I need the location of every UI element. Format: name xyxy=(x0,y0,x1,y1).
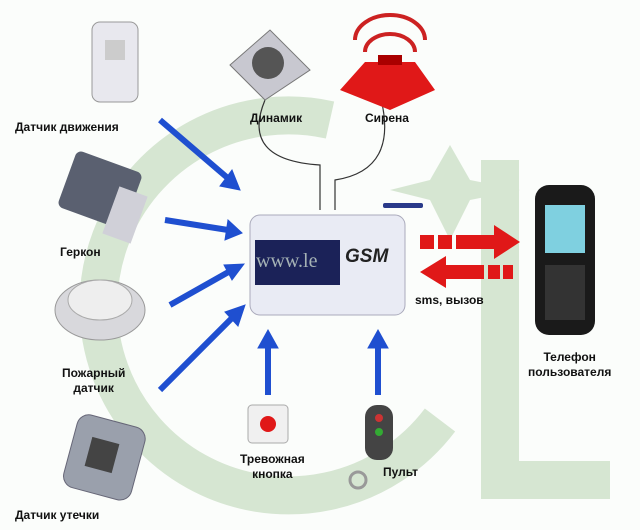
label-remote: Пульт xyxy=(383,465,418,479)
label-reed-switch: Геркон xyxy=(60,245,101,259)
watermark-text: www.le xyxy=(256,250,318,272)
motion-sensor-icon xyxy=(91,21,139,103)
label-panic-button: Тревожная кнопка xyxy=(240,452,305,482)
label-phone-line1: Телефон xyxy=(543,350,596,364)
label-fire-sensor-line1: Пожарный xyxy=(62,366,126,380)
fire-sensor-icon xyxy=(54,279,146,341)
gsm-hub-icon xyxy=(249,203,423,316)
label-sms-call: sms, вызов xyxy=(415,293,484,307)
label-leak-sensor: Датчик утечки xyxy=(15,508,100,522)
red-arrows xyxy=(420,225,520,288)
siren-icon xyxy=(340,13,435,110)
label-siren: Сирена xyxy=(365,111,409,125)
blue-arrows xyxy=(157,117,389,395)
remote-icon xyxy=(348,405,393,490)
label-panic-button-line1: Тревожная xyxy=(240,452,305,466)
panic-button-icon xyxy=(247,404,289,444)
reed-switch-icon xyxy=(58,151,148,244)
label-phone: Телефон пользователя xyxy=(528,350,611,380)
label-fire-sensor-line2: датчик xyxy=(73,381,114,395)
label-phone-line2: пользователя xyxy=(528,365,612,379)
label-fire-sensor: Пожарный датчик xyxy=(62,366,125,396)
label-speaker: Динамик xyxy=(250,111,303,125)
watermark-star xyxy=(390,145,520,240)
label-panic-button-line2: кнопка xyxy=(252,467,293,481)
leak-sensor-icon xyxy=(63,414,146,501)
label-motion-sensor: Датчик движения xyxy=(15,120,119,134)
phone-icon xyxy=(535,185,595,335)
gsm-brand-label: GSM xyxy=(345,246,389,267)
